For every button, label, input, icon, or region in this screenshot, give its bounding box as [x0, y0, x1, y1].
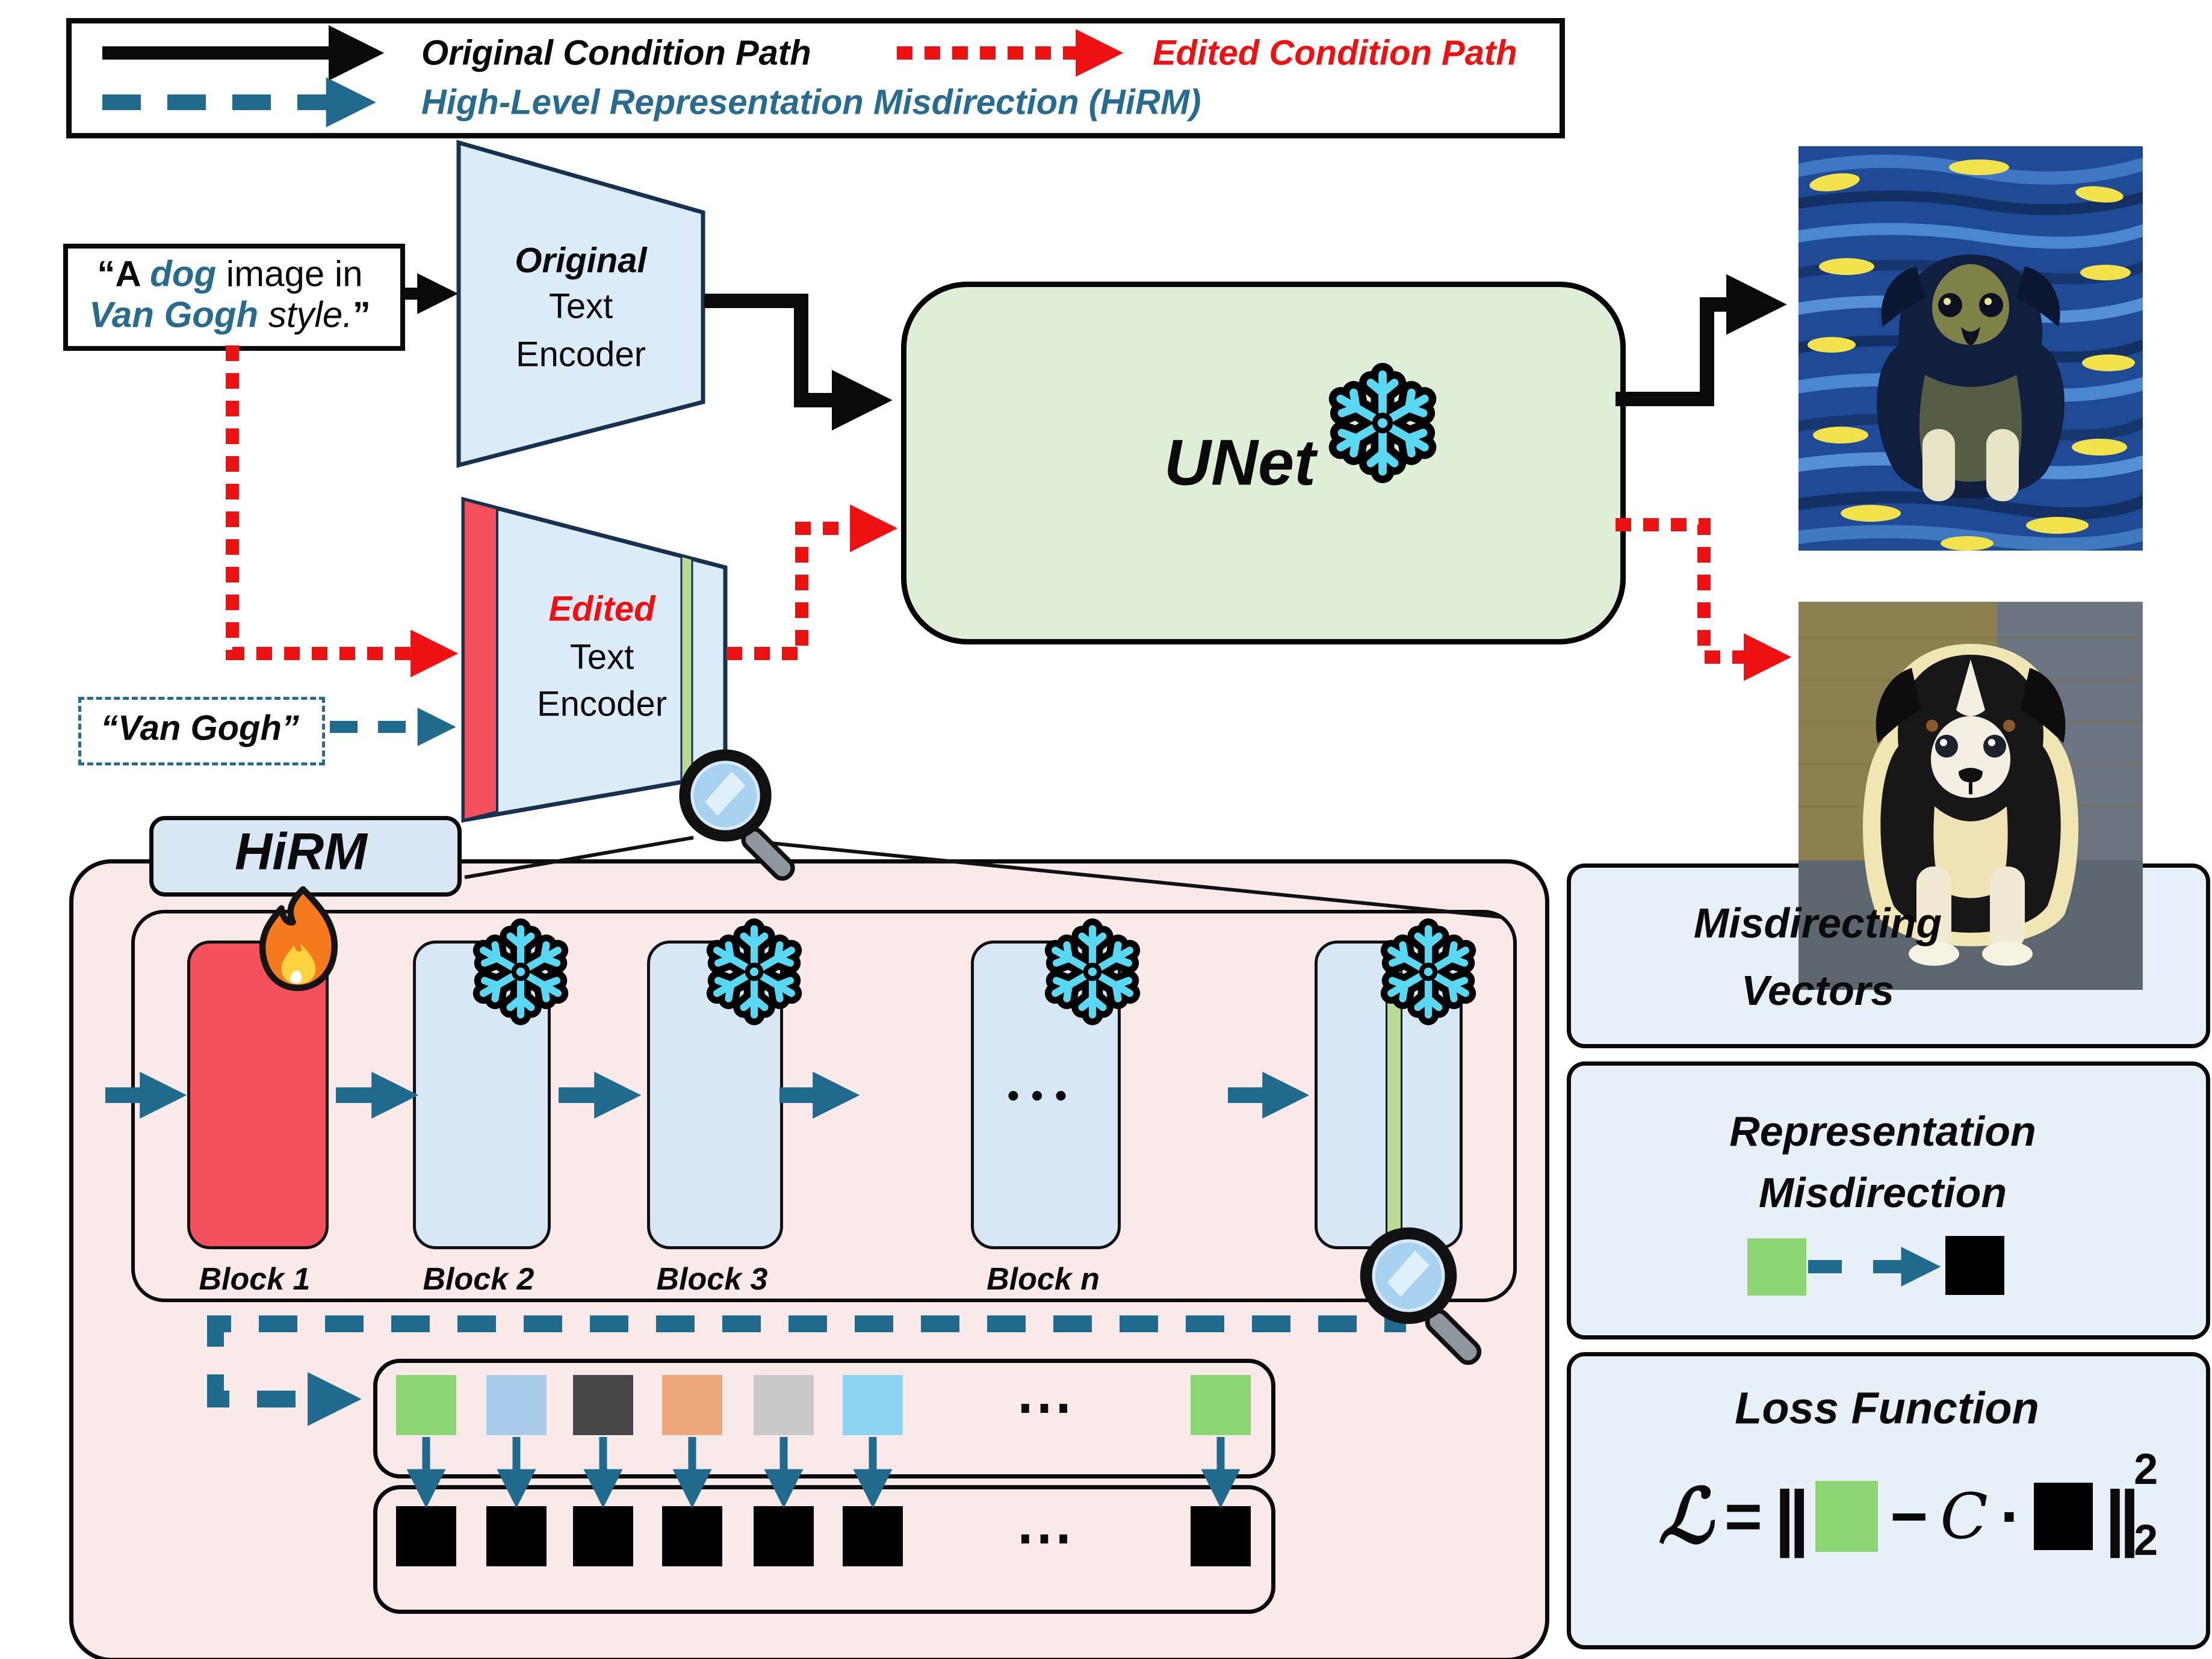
representation-panel-line2: Misdirection	[1758, 1169, 2007, 1216]
vector-gray	[754, 1375, 814, 1435]
formula-green-vector	[1815, 1481, 1879, 1552]
misdirecting-panel-line1: Misdirecting	[1693, 900, 1942, 947]
legend-hirm-prefix: High-Level Representation Misdirection (	[421, 82, 1100, 122]
close-norm-bars: ||	[2104, 1475, 2140, 1557]
misdirecting-vector	[573, 1506, 633, 1566]
misdirected-vector-sample	[1945, 1236, 2004, 1295]
legend-hirm-acronym: HiRM	[1100, 82, 1190, 122]
legend-hirm-suffix: )	[1189, 82, 1201, 122]
formula-black-vector	[2033, 1483, 2093, 1550]
representation-panel-line1: Representation	[1729, 1108, 2036, 1155]
edited-encoder-title: Edited	[548, 589, 655, 629]
prompt-dog-word: dog	[150, 253, 217, 294]
prompt-to-edited-encoder-red-arrow	[226, 345, 459, 678]
van-gogh-concept-box	[78, 697, 325, 765]
misdirecting-vector	[662, 1506, 722, 1566]
legend-hirm-label: High-Level Representation Misdirection (…	[421, 82, 1201, 123]
misdirecting-row-ellipsis: ⋯	[1015, 1506, 1073, 1569]
block-final-frozen	[1315, 941, 1463, 1249]
original-encoder-to-unet-arrow	[704, 294, 893, 431]
original-encoder-line2: Text	[548, 286, 613, 326]
vector-lightblue	[486, 1375, 547, 1435]
minus-sign: −	[1890, 1480, 1929, 1552]
prompt-tail: style.	[258, 294, 353, 335]
block-3-label: Block 3	[656, 1262, 768, 1297]
equals-sign: =	[1724, 1480, 1762, 1552]
block-n-ellipsis: •••	[1007, 1076, 1079, 1114]
misdirecting-vector	[396, 1506, 456, 1566]
coefficient-c: C	[1940, 1480, 1988, 1553]
output-image-van-gogh-puppy	[1798, 146, 2143, 551]
edited-block1-stripe	[462, 498, 498, 822]
legend-box	[66, 18, 1565, 138]
open-norm-bars: ||	[1774, 1475, 1809, 1557]
edited-encoder-line3: Encoder	[536, 684, 668, 724]
prompt-line-2: Van Gogh style.”	[89, 294, 371, 336]
block-n-label: Block n	[987, 1262, 1100, 1297]
encoder-blocks-container	[131, 910, 1517, 1302]
block-1-label: Block 1	[199, 1262, 311, 1297]
prompt-box	[63, 244, 405, 351]
norm-superscript: 2	[2134, 1445, 2158, 1494]
misdirecting-vector	[754, 1506, 814, 1566]
block-3-frozen	[647, 941, 783, 1249]
misdirecting-vector	[486, 1506, 547, 1566]
close-norm-group: || 2 2	[2105, 1445, 2158, 1565]
plain-puppy-art	[1798, 602, 2143, 990]
block-2-frozen	[413, 941, 551, 1249]
van-gogh-box-label: “Van Gogh”	[101, 708, 299, 748]
misdirecting-vector	[1191, 1506, 1251, 1566]
output-representation-stripe	[1386, 942, 1402, 1247]
prompt-van-gogh-words: Van Gogh	[89, 294, 259, 335]
original-encoder-line3: Encoder	[515, 335, 646, 374]
van-gogh-puppy-art	[1798, 146, 2143, 551]
loss-panel-title: Loss Function	[1735, 1383, 2039, 1433]
prompt-line-1: “A dog image in	[97, 253, 362, 295]
puppy	[1876, 655, 2066, 966]
vector-skyblue	[843, 1375, 903, 1435]
edited-encoder-to-unet-red-arrow	[726, 504, 898, 660]
close-quote: ”	[352, 294, 371, 335]
vector-row-ellipsis: ⋯	[1015, 1375, 1073, 1439]
hirm-title: HiRM	[235, 823, 367, 881]
unet-label: UNet	[1163, 425, 1316, 499]
misdirecting-vector	[843, 1506, 903, 1566]
loss-formula: ℒ = || − C · || 2 2	[1595, 1445, 2197, 1568]
loss-L-symbol: ℒ	[1658, 1472, 1712, 1560]
representation-vector-sample	[1747, 1238, 1806, 1296]
block-2-label: Block 2	[423, 1262, 534, 1297]
edited-output-stripe	[680, 555, 693, 784]
dot-operator: ·	[2000, 1480, 2022, 1552]
vector-salmon	[662, 1375, 722, 1435]
norm-subscript: 2	[2134, 1516, 2158, 1565]
block-1-trainable	[187, 941, 329, 1249]
prompt-middle: image in	[216, 253, 363, 294]
vector-darkgray	[573, 1375, 633, 1435]
legend-original-label: Original Condition Path	[421, 33, 811, 73]
loss-function-panel	[1567, 1352, 2210, 1649]
misdirecting-vectors-row	[373, 1485, 1275, 1614]
output-image-plain-puppy	[1798, 602, 2143, 990]
unet-box	[901, 282, 1626, 644]
puppy-silhouette	[1877, 255, 2065, 501]
unet-to-original-output-arrow	[1616, 274, 1787, 406]
vector-green-last	[1191, 1375, 1251, 1435]
original-encoder-title: Original	[515, 241, 647, 280]
representation-misdirection-panel	[1567, 1061, 2210, 1339]
unet-to-edited-output-red-arrow	[1616, 518, 1792, 681]
edited-encoder-line2: Text	[569, 637, 634, 677]
legend-edited-label: Edited Condition Path	[1153, 33, 1517, 73]
misdirecting-panel-line2: Vectors	[1741, 967, 1895, 1014]
open-quote: “A	[97, 253, 150, 294]
vector-green	[396, 1375, 456, 1435]
